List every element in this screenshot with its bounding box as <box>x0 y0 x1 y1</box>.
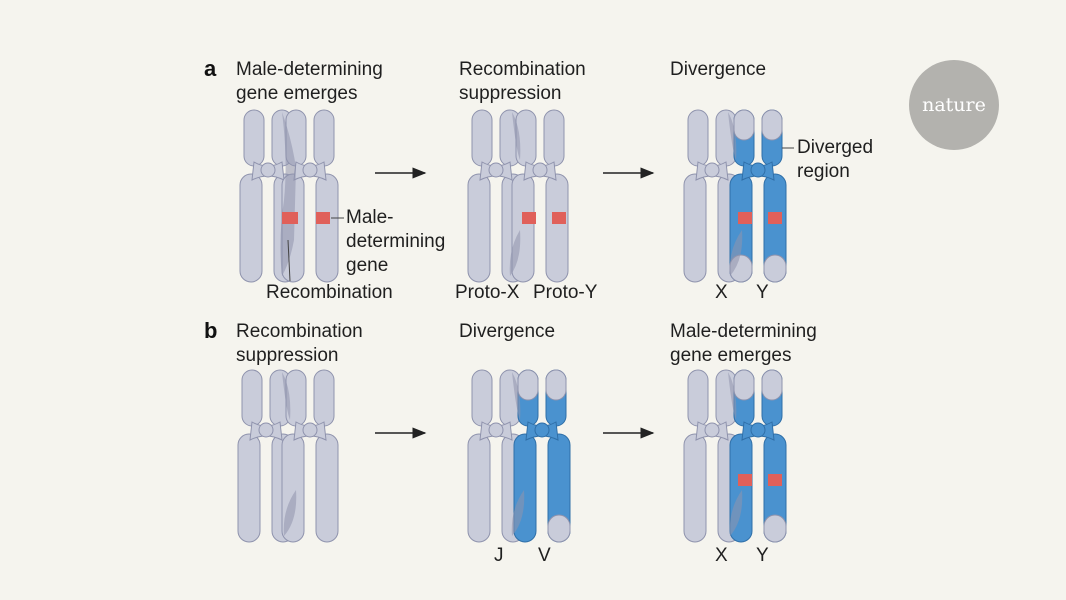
panel-a-step2-title-line1: Recombination <box>459 59 586 80</box>
b1-overlap <box>282 372 297 536</box>
panel-b-x-label: X <box>715 545 728 566</box>
b3-gene-band-left <box>738 474 752 486</box>
male-gene-label-line1: Male- <box>346 207 394 228</box>
b2-v-top-grey-right <box>545 369 567 401</box>
b2-v-top-grey-left <box>517 369 539 401</box>
a2-gene-band-left <box>522 212 536 224</box>
a3-gene-band-right <box>768 212 782 224</box>
panel-b-step1-title-line1: Recombination <box>236 321 363 342</box>
b3-y-top-grey-left <box>733 369 755 401</box>
panel-a-y-label: Y <box>756 282 769 303</box>
a2-gene-band-right <box>552 212 566 224</box>
panel-a-letter: a <box>204 56 217 81</box>
b2-overlap <box>511 372 525 536</box>
recombination-label: Recombination <box>266 282 393 303</box>
a3-y-top-grey-right <box>761 109 783 141</box>
j-label: J <box>494 545 504 566</box>
a2-overlap <box>509 112 521 276</box>
panel-b-step3-title-line1: Male-determining <box>670 321 817 342</box>
panel-a-step3-title: Divergence <box>670 59 767 80</box>
diverged-label-line2: region <box>797 161 850 182</box>
panel-a-x-label: X <box>715 282 728 303</box>
panel-b-letter: b <box>204 318 218 343</box>
panel-b-step2-title: Divergence <box>459 321 556 342</box>
a2-proto-y-chromosome <box>511 109 569 283</box>
b3-y-top-grey-right <box>761 369 783 401</box>
a1-gene-band-right <box>316 212 330 224</box>
a3-y-bottom-grey-right <box>763 254 787 283</box>
male-gene-label-line3: gene <box>346 255 389 276</box>
b3-overlap <box>728 372 743 536</box>
b3-y-bottom-grey-right <box>763 514 787 543</box>
v-label: V <box>538 545 551 566</box>
b3-gene-band-right <box>768 474 782 486</box>
panel-b-step1-title-line2: suppression <box>236 345 339 366</box>
diverged-label-line1: Diverged <box>797 137 874 158</box>
panel-b-y-label: Y <box>756 545 769 566</box>
a3-gene-band-left <box>738 212 752 224</box>
recombination-leader <box>287 239 291 282</box>
panel-a-step2-title-line2: suppression <box>459 83 562 104</box>
panel-a-step1-title-line1: Male-determining <box>236 59 383 80</box>
proto-x-label: Proto-X <box>455 282 520 303</box>
a3-y-top-grey-left <box>733 109 755 141</box>
b2-v-bottom-grey-right <box>547 514 571 543</box>
a3-overlap <box>728 112 743 276</box>
nature-logo: nature <box>909 60 999 150</box>
a1-gene-band-left <box>282 212 298 224</box>
panel-b-step3-title-line2: gene emerges <box>670 345 792 366</box>
panel-a-step1-title-line2: gene emerges <box>236 83 358 104</box>
proto-y-label: Proto-Y <box>533 282 598 303</box>
a1-recombination-overlap <box>280 112 296 276</box>
male-gene-label-line2: determining <box>346 231 446 252</box>
